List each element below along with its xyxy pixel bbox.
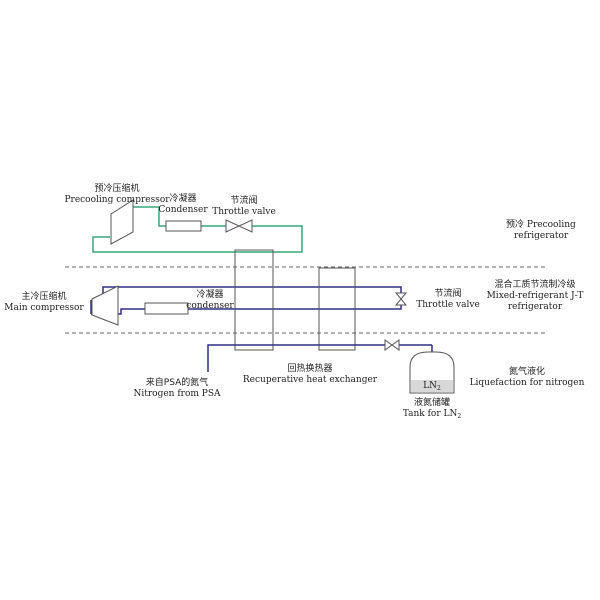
- tank-caption-en-text: Tank for LN: [402, 409, 458, 419]
- mr-stage-label-zh: 混合工质节流制冷级: [494, 280, 576, 290]
- precool-compressor-symbol: [110, 199, 134, 245]
- precool-stage-label: 预冷 Precooling: [506, 220, 576, 231]
- main-compressor-label-en: Main compressor: [4, 303, 84, 313]
- precool-stage-label-en: Precooling: [526, 220, 576, 230]
- nitrogen-feed-line: [207, 344, 385, 372]
- main-throttle-valve-symbol: [394, 292, 408, 306]
- mr-stage-label-en2: refrigerator: [507, 302, 563, 312]
- precool-condenser-symbol: [165, 220, 202, 232]
- precool-throttle-valve-symbol: [225, 219, 253, 233]
- main-compressor-symbol: [91, 285, 119, 326]
- ln2-tank-label: LN2: [423, 381, 441, 394]
- nitrogen-source-label-zh: 来自PSA的氮气: [145, 378, 209, 388]
- main-throttle-label-zh: 节流阀: [434, 289, 462, 299]
- precool-return-line: [92, 225, 303, 253]
- heat-exchanger-label-zh: 回热换热器: [287, 364, 333, 374]
- precool-throttle-label-zh: 节流阀: [230, 196, 258, 206]
- main-condenser-label-en: condenser: [186, 301, 234, 311]
- main-condenser-symbol: [144, 302, 189, 315]
- tank-caption-en: Tank for LN2: [403, 409, 461, 422]
- nitrogen-source-label-en: Nitrogen from PSA: [133, 389, 221, 399]
- precool-condenser-label-en: Condenser: [158, 205, 208, 215]
- nitrogen-throttle-valve-symbol: [384, 339, 400, 351]
- tank-caption-zh: 液氮储罐: [413, 398, 451, 408]
- precool-condenser-label-zh: 冷凝器: [169, 194, 197, 204]
- heat-exchanger-2: [318, 267, 356, 351]
- precool-stage-label-zh: 预冷: [506, 220, 525, 230]
- mr-stage-label-en: Mixed-refrigerant J-T: [486, 291, 584, 301]
- heat-exchanger-1: [234, 249, 274, 351]
- precool-stage-label-en2: refrigerator: [514, 231, 569, 241]
- ln2-tank-label-text: LN: [423, 381, 438, 391]
- ln2-tank-liquid: [411, 380, 453, 392]
- liquefaction-label-en: Liquefaction for nitrogen: [469, 378, 585, 388]
- ln2-tank-label-sub: 2: [437, 385, 441, 392]
- main-loop-discharge-line: [102, 286, 402, 298]
- precool-throttle-label-en: Throttle valve: [212, 207, 276, 217]
- main-compressor-label-zh: 主冷压缩机: [21, 292, 67, 302]
- liquefaction-label-zh: 氮气液化: [508, 367, 546, 377]
- main-throttle-label-en: Throttle valve: [416, 300, 480, 310]
- precool-compressor-label-en: Precooling compressor: [64, 195, 170, 205]
- precool-compressor-label-zh: 预冷压缩机: [94, 184, 140, 194]
- tank-caption-en-sub: 2: [457, 413, 462, 420]
- main-condenser-label-zh: 冷凝器: [196, 290, 224, 300]
- heat-exchanger-label-en: Recuperative heat exchanger: [242, 375, 378, 385]
